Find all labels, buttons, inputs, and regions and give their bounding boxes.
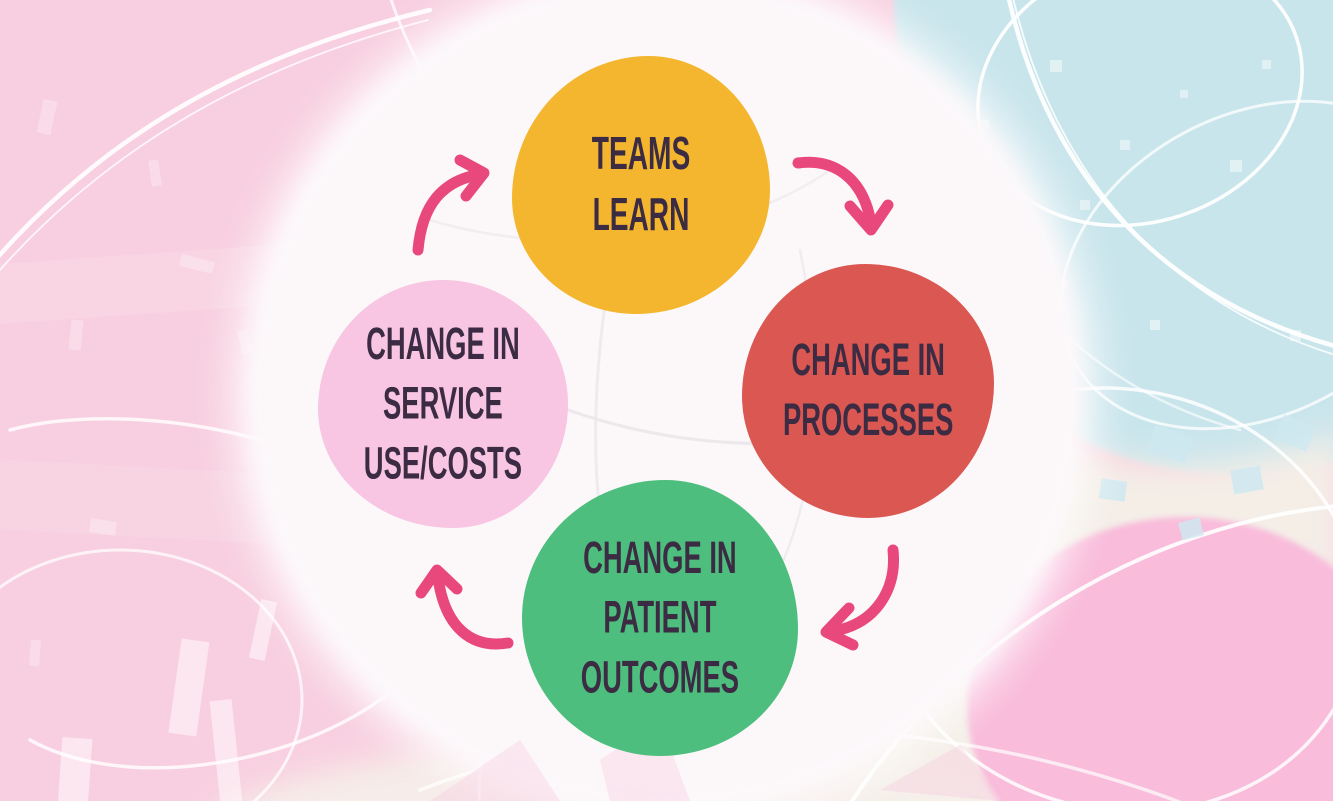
node-change-in-patient-outcomes-label: CHANGE IN PATIENT OUTCOMES: [580, 532, 740, 702]
curved-arrow-bottom-right-icon: [820, 544, 899, 651]
node-change-in-processes: CHANGE IN PROCESSES: [742, 264, 994, 518]
node-change-in-processes-label: CHANGE IN PROCESSES: [782, 335, 954, 445]
node-change-in-patient-outcomes: CHANGE IN PATIENT OUTCOMES: [522, 480, 798, 756]
node-change-in-service-use-costs: CHANGE IN SERVICE USE/COSTS: [318, 280, 568, 528]
node-change-in-service-use-costs-label: CHANGE IN SERVICE USE/COSTS: [363, 318, 523, 488]
curved-arrow-top-left-icon: [412, 154, 490, 256]
node-teams-learn-label: TEAMS LEARN: [591, 128, 691, 242]
curved-arrow-bottom-left-icon: [415, 564, 514, 650]
node-teams-learn: TEAMS LEARN: [512, 56, 770, 314]
center-circle: [245, 0, 1085, 801]
curved-arrow-top-right-icon: [792, 156, 894, 236]
